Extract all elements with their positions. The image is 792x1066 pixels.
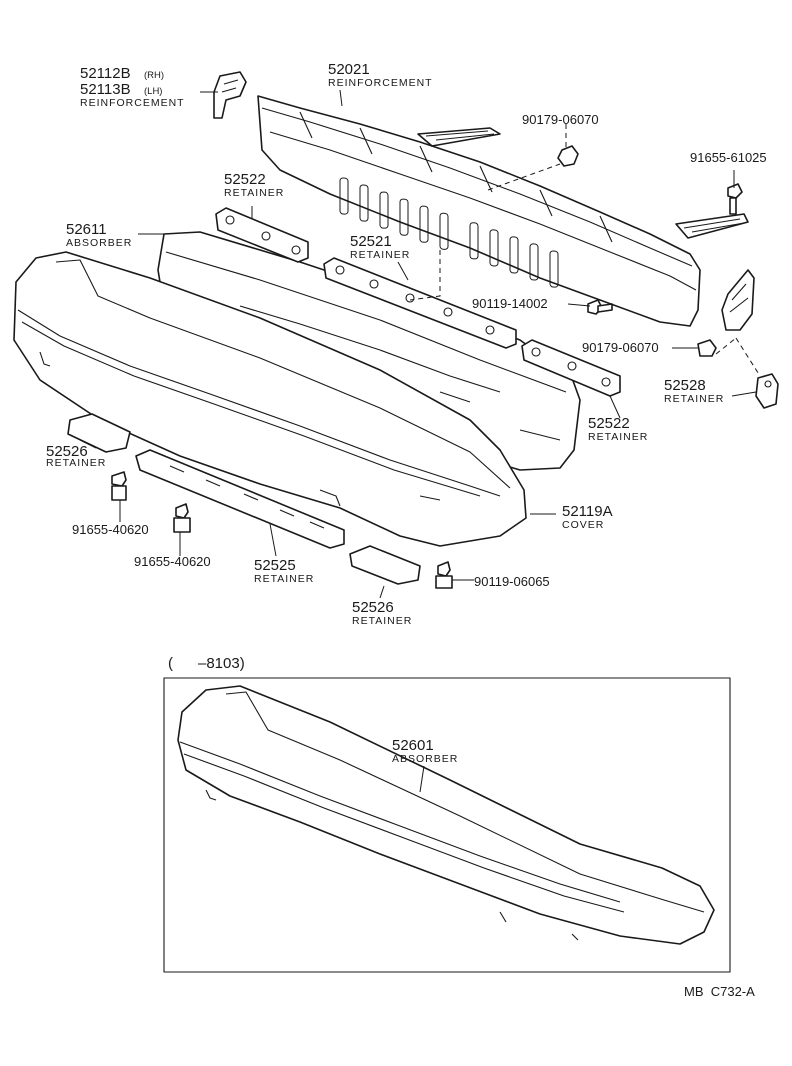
part-number-52522-lower: 52522	[588, 415, 630, 432]
part-name-52526-left: RETAINER	[46, 457, 106, 469]
label-52525: 52525 RETAINER	[254, 557, 314, 585]
part-name-52522-lower: RETAINER	[588, 431, 648, 443]
part-number-52528: 52528	[664, 377, 706, 394]
part-number-52119a: 52119A	[562, 503, 613, 520]
figure-code: MB C732-A	[684, 984, 755, 999]
part-name-52526-right: RETAINER	[352, 615, 412, 627]
retainer-52528-drawing	[755, 373, 779, 409]
part-number-90119-06065: 90119-06065	[474, 574, 550, 589]
label-52112b: 52112B (RH)	[80, 65, 164, 82]
label-52528: 52528 RETAINER	[664, 377, 724, 405]
part-number-52112b: 52112B	[80, 65, 131, 82]
reinforcement-52021-drawing	[257, 95, 749, 327]
part-number-52601: 52601	[392, 737, 434, 754]
part-name-52522-upper: RETAINER	[224, 187, 284, 199]
part-number-90179-mid: 90179-06070	[582, 340, 659, 355]
leader-lines	[79, 89, 761, 793]
retainer-52526-left-drawing	[67, 413, 131, 453]
label-52113b: 52113B (LH) REINFORCEMENT	[80, 81, 185, 109]
part-name-52119a: COVER	[562, 519, 604, 531]
bolt-90119-14002-drawing	[587, 299, 613, 315]
part-number-91655-40620-left: 91655-40620	[72, 522, 149, 537]
inset-range-label: ( –8103)	[168, 655, 245, 672]
part-number-52113b: 52113B	[80, 81, 131, 98]
nut-90179-top-drawing	[557, 145, 579, 167]
part-number-52522-upper: 52522	[224, 171, 266, 188]
part-number-90119-14002: 90119-14002	[472, 296, 548, 311]
label-52526-right: 52526 RETAINER	[352, 599, 412, 627]
side-rh: (RH)	[144, 70, 164, 81]
part-name-52611: ABSORBER	[66, 237, 132, 249]
label-52522-lower: 52522 RETAINER	[588, 415, 648, 443]
bolt-91655-40620-right-drawing	[173, 503, 191, 533]
label-52521: 52521 RETAINER	[350, 233, 410, 261]
absorber-52601-drawing	[177, 685, 715, 945]
retainer-52521-drawing	[323, 257, 517, 349]
part-number-52526-right: 52526	[352, 599, 394, 616]
label-52601: 52601 ABSORBER	[392, 737, 458, 765]
part-name-52113b: REINFORCEMENT	[80, 97, 185, 109]
part-number-91655-61025: 91655-61025	[690, 150, 767, 165]
retainer-52526-right-drawing	[349, 545, 421, 585]
part-number-52021: 52021	[328, 61, 370, 78]
bolt-91655-40620-left-drawing	[111, 471, 127, 501]
retainer-52525-drawing	[135, 449, 345, 549]
label-52021: 52021 REINFORCEMENT	[328, 61, 433, 89]
part-name-52601: ABSORBER	[392, 753, 458, 765]
retainer-52522-lower-drawing	[521, 339, 621, 397]
part-name-52021: REINFORCEMENT	[328, 77, 433, 89]
part-number-90179-top: 90179-06070	[522, 112, 599, 127]
part-name-52521: RETAINER	[350, 249, 410, 261]
side-bracket-right-drawing	[721, 269, 755, 331]
part-name-52525: RETAINER	[254, 573, 314, 585]
label-52119a: 52119A COVER	[562, 503, 613, 531]
label-52522-upper: 52522 RETAINER	[224, 171, 284, 199]
part-number-52525: 52525	[254, 557, 296, 574]
label-52611: 52611 ABSORBER	[66, 221, 132, 249]
bolt-90119-06065-drawing	[435, 561, 453, 589]
reinforcement-bracket-52112b-drawing	[213, 71, 247, 119]
part-number-52521: 52521	[350, 233, 392, 250]
part-number-52611: 52611	[66, 221, 107, 238]
side-lh: (LH)	[144, 86, 162, 97]
nut-90179-mid-drawing	[697, 339, 717, 357]
inset-frame	[163, 677, 731, 973]
retainer-52522-upper-drawing	[215, 207, 309, 263]
part-number-52526-left: 52526	[46, 443, 88, 460]
part-name-52528: RETAINER	[664, 393, 724, 405]
part-number-91655-40620-right: 91655-40620	[134, 554, 211, 569]
bolt-91655-61025-drawing	[727, 183, 743, 215]
label-52526-left: 52526 RETAINER	[46, 443, 106, 469]
